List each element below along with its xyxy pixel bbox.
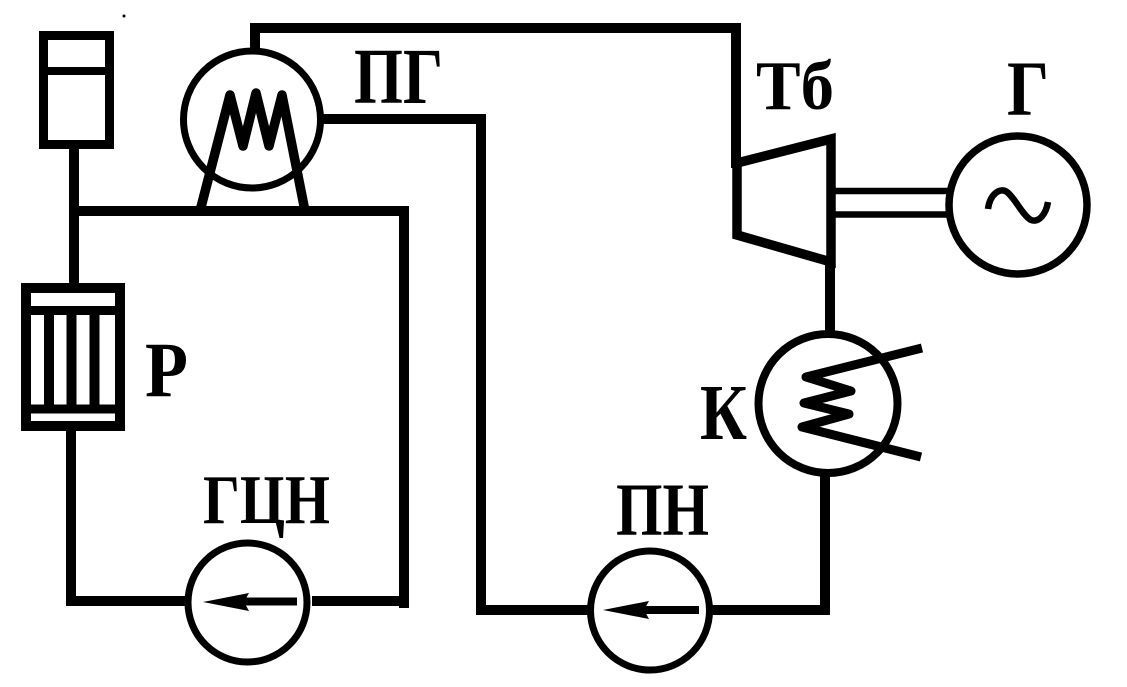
svg-text:Тб: Тб [756, 48, 834, 125]
svg-text:Р: Р [145, 326, 188, 413]
svg-text:ПГ: ПГ [354, 34, 443, 121]
svg-text:Г: Г [1007, 45, 1049, 132]
svg-text:ПН: ПН [616, 469, 709, 552]
svg-text:ГЦН: ГЦН [203, 462, 330, 539]
svg-text:К: К [700, 370, 747, 457]
